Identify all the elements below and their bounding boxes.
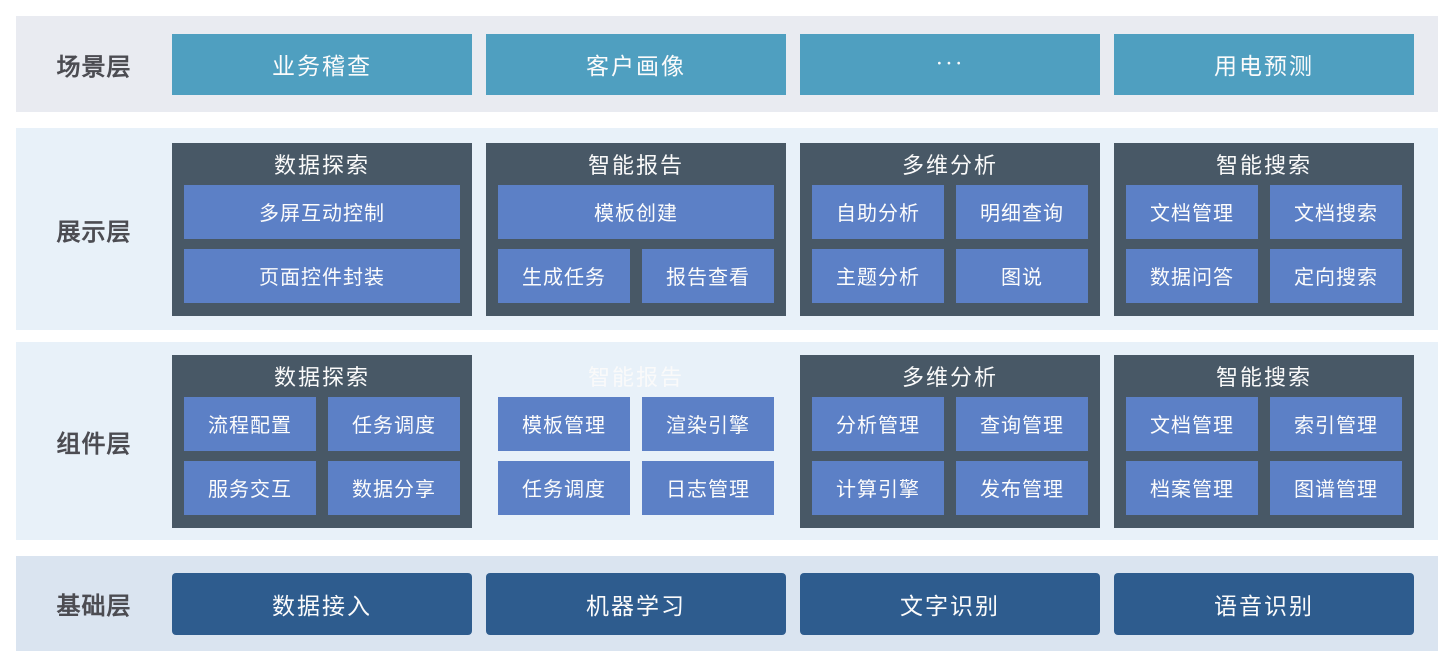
group-row: 任务调度日志管理 — [498, 460, 774, 515]
component-box: 模板创建 — [498, 184, 774, 239]
component-box: 档案管理 — [1126, 460, 1258, 515]
component-box: 页面控件封装 — [184, 248, 460, 303]
group-row: 数据问答定向搜索 — [1126, 248, 1402, 303]
component-box: 发布管理 — [956, 460, 1088, 515]
group-box: 多维分析自助分析明细查询主题分析图说 — [800, 142, 1100, 316]
component-box: 自助分析 — [812, 184, 944, 239]
group-box: 数据探索流程配置任务调度服务交互数据分享 — [172, 354, 472, 528]
component-box: 定向搜索 — [1270, 248, 1402, 303]
group-rows: 多屏互动控制页面控件封装 — [184, 184, 460, 303]
layer-label-scene: 场景层 — [56, 53, 132, 81]
group-row: 流程配置任务调度 — [184, 396, 460, 451]
group-row: 主题分析图说 — [812, 248, 1088, 303]
layer-band-component: 组件层 数据探索流程配置任务调度服务交互数据分享智能报告模板管理渲染引擎任务调度… — [16, 342, 1438, 540]
group-rows: 文档管理索引管理档案管理图谱管理 — [1126, 396, 1402, 515]
group-row: 页面控件封装 — [184, 248, 460, 303]
group-title: 智能报告 — [587, 364, 684, 390]
group-rows: 模板管理渲染引擎任务调度日志管理 — [498, 396, 774, 515]
group-row: 自助分析明细查询 — [812, 184, 1088, 239]
group-row: 文档管理索引管理 — [1126, 396, 1402, 451]
scenario-box: 业务稽查 — [172, 33, 472, 95]
group-row: 服务交互数据分享 — [184, 460, 460, 515]
layer-scene-content: 业务稽查客户画像···用电预测 — [172, 16, 1438, 112]
group-title: 数据探索 — [273, 364, 370, 390]
group-row: 档案管理图谱管理 — [1126, 460, 1402, 515]
group-title: 智能搜索 — [1215, 152, 1312, 178]
component-box: 分析管理 — [812, 396, 944, 451]
group-row: 分析管理查询管理 — [812, 396, 1088, 451]
group-box: 智能搜索文档管理文档搜索数据问答定向搜索 — [1114, 142, 1414, 316]
group-box: 智能报告模板管理渲染引擎任务调度日志管理 — [486, 355, 786, 528]
group-row: 多屏互动控制 — [184, 184, 460, 239]
layer-label-base: 基础层 — [56, 593, 132, 620]
group-row: 文档管理文档搜索 — [1126, 184, 1402, 239]
group-row: 生成任务报告查看 — [498, 248, 774, 303]
base-box: 语音识别 — [1114, 572, 1414, 635]
component-box: 计算引擎 — [812, 460, 944, 515]
layer-band-scene: 场景层 业务稽查客户画像···用电预测 — [16, 16, 1438, 112]
component-box: 图说 — [956, 248, 1088, 303]
layer-component-content: 数据探索流程配置任务调度服务交互数据分享智能报告模板管理渲染引擎任务调度日志管理… — [172, 342, 1438, 540]
base-box: 文字识别 — [800, 572, 1100, 635]
group-title: 智能报告 — [587, 152, 684, 178]
layer-label-display: 展示层 — [56, 218, 132, 246]
layer-band-base: 基础层 数据接入机器学习文字识别语音识别 — [16, 556, 1438, 651]
group-row: 计算引擎发布管理 — [812, 460, 1088, 515]
base-box: 机器学习 — [486, 572, 786, 635]
component-box: 流程配置 — [184, 396, 316, 451]
component-box: 日志管理 — [642, 460, 774, 515]
component-box: 主题分析 — [812, 248, 944, 303]
layer-base-content: 数据接入机器学习文字识别语音识别 — [172, 556, 1438, 651]
group-title: 数据探索 — [273, 152, 370, 178]
group-box: 多维分析分析管理查询管理计算引擎发布管理 — [800, 354, 1100, 528]
component-box: 文档管理 — [1126, 396, 1258, 451]
component-box: 服务交互 — [184, 460, 316, 515]
group-rows: 流程配置任务调度服务交互数据分享 — [184, 396, 460, 515]
component-box: 索引管理 — [1270, 396, 1402, 451]
group-title: 多维分析 — [901, 152, 998, 178]
layer-label-component: 组件层 — [56, 430, 132, 458]
scenario-box: 客户画像 — [486, 33, 786, 95]
component-box: 数据分享 — [328, 460, 460, 515]
component-box: 查询管理 — [956, 396, 1088, 451]
component-box: 多屏互动控制 — [184, 184, 460, 239]
component-box: 图谱管理 — [1270, 460, 1402, 515]
group-rows: 自助分析明细查询主题分析图说 — [812, 184, 1088, 303]
component-box: 报告查看 — [642, 248, 774, 303]
component-box: 明细查询 — [956, 184, 1088, 239]
component-box: 渲染引擎 — [642, 396, 774, 451]
component-box: 任务调度 — [328, 396, 460, 451]
layer-display-content: 数据探索多屏互动控制页面控件封装智能报告模板创建生成任务报告查看多维分析自助分析… — [172, 128, 1438, 330]
group-box: 智能搜索文档管理索引管理档案管理图谱管理 — [1114, 354, 1414, 528]
group-row: 模板管理渲染引擎 — [498, 396, 774, 451]
group-box: 智能报告模板创建生成任务报告查看 — [486, 142, 786, 316]
group-title: 多维分析 — [901, 364, 998, 390]
group-title: 智能搜索 — [1215, 364, 1312, 390]
base-box: 数据接入 — [172, 572, 472, 635]
group-box: 数据探索多屏互动控制页面控件封装 — [172, 142, 472, 316]
component-box: 模板管理 — [498, 396, 630, 451]
component-box: 文档管理 — [1126, 184, 1258, 239]
group-rows: 文档管理文档搜索数据问答定向搜索 — [1126, 184, 1402, 303]
scenario-box: 用电预测 — [1114, 33, 1414, 95]
group-rows: 模板创建生成任务报告查看 — [498, 184, 774, 303]
layer-band-display: 展示层 数据探索多屏互动控制页面控件封装智能报告模板创建生成任务报告查看多维分析… — [16, 128, 1438, 330]
group-rows: 分析管理查询管理计算引擎发布管理 — [812, 396, 1088, 515]
component-box: 任务调度 — [498, 460, 630, 515]
group-row: 模板创建 — [498, 184, 774, 239]
component-box: 生成任务 — [498, 248, 630, 303]
component-box: 数据问答 — [1126, 248, 1258, 303]
scenario-box: ··· — [800, 33, 1100, 95]
component-box: 文档搜索 — [1270, 184, 1402, 239]
